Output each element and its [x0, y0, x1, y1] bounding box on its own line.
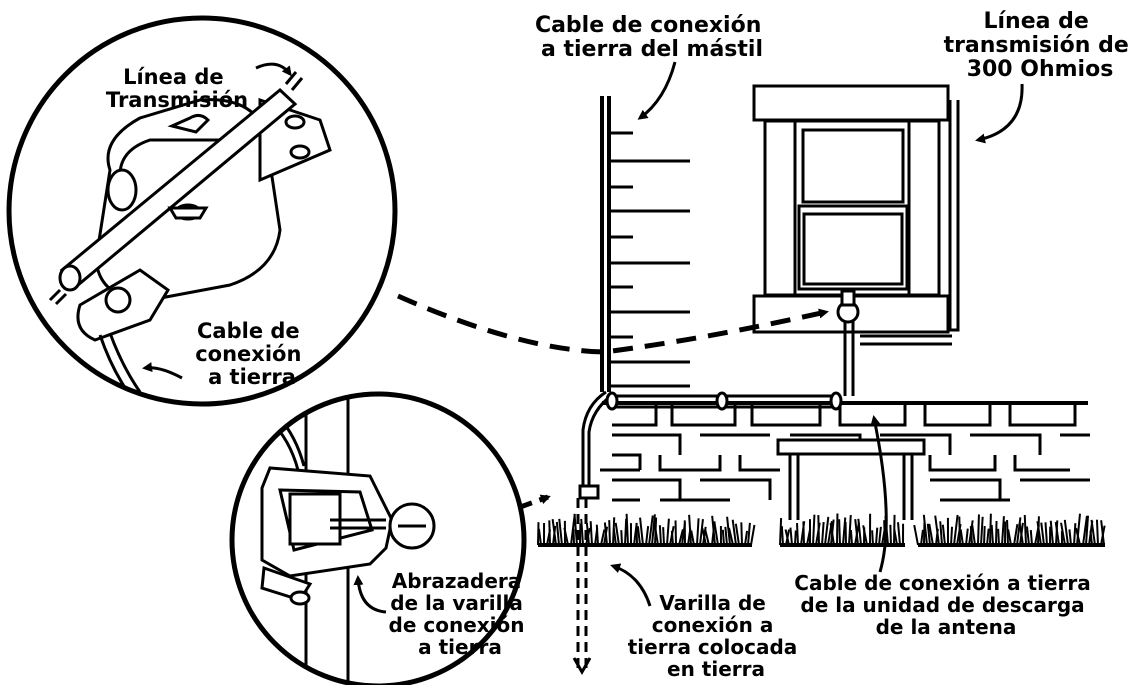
grass-blade — [849, 515, 851, 545]
grass-blade — [723, 530, 724, 545]
grass-blade — [745, 531, 747, 545]
grass-blade — [1027, 527, 1029, 545]
grass-blade — [879, 527, 881, 545]
grass-blade — [951, 527, 952, 545]
grass-blade — [646, 526, 648, 545]
grass-blade — [872, 530, 873, 545]
grass-blade — [733, 520, 736, 545]
label-transmission-line-300-ohm: Línea de transmisión de 300 Ohmios — [944, 9, 1134, 82]
grass-blade — [663, 527, 664, 545]
grass-blade — [981, 517, 983, 545]
ground-rod-icon — [574, 486, 598, 672]
grass-blade — [614, 529, 616, 545]
grass-blade — [697, 518, 699, 545]
grass-blade — [1002, 516, 1004, 545]
grass-blade — [858, 519, 861, 545]
grass-blade — [725, 527, 727, 545]
grass-icon — [538, 513, 1105, 545]
grass-blade — [996, 521, 997, 545]
grass-blade — [839, 519, 840, 545]
grass-blade — [539, 529, 541, 545]
grass-blade — [557, 522, 559, 545]
grass-blade — [1074, 523, 1075, 545]
grass-blade — [890, 525, 891, 545]
grass-blade — [921, 530, 923, 545]
grass-blade — [961, 529, 963, 545]
grass-blade — [876, 528, 877, 545]
grass-blade — [751, 525, 754, 545]
grass-blade — [940, 521, 942, 545]
grass-blade — [1090, 531, 1092, 545]
grass-blade — [1051, 521, 1053, 545]
grass-blade — [998, 529, 999, 545]
grass-blade — [782, 526, 783, 545]
grass-blade — [1041, 523, 1044, 545]
grass-blade — [978, 514, 979, 545]
grass-blade — [790, 528, 792, 545]
grass-blade — [609, 520, 610, 545]
bench-icon — [778, 440, 924, 520]
grass-blade — [984, 526, 985, 545]
grass-blade — [943, 525, 945, 545]
grass-blade — [795, 530, 796, 545]
grass-blade — [813, 515, 814, 545]
grass-blade — [667, 519, 669, 545]
grass-blade — [797, 523, 798, 545]
label-mast-ground-wire: Cable de conexión a tierra del mástil — [535, 13, 769, 62]
grass-blade — [559, 519, 562, 545]
grass-blade — [990, 514, 991, 545]
grass-blade — [748, 523, 750, 545]
grass-blade — [638, 526, 640, 545]
grass-blade — [851, 530, 852, 545]
grass-blade — [987, 529, 989, 545]
grass-blade — [621, 530, 622, 545]
grass-blade — [741, 522, 742, 545]
grass-blade — [1045, 522, 1047, 545]
grass-blade — [914, 525, 918, 545]
grass-blade — [1031, 530, 1032, 545]
grass-blade — [803, 521, 804, 545]
grass-blade — [581, 519, 583, 545]
leader-300-ohm-line — [978, 84, 1022, 140]
grass-blade — [660, 525, 661, 545]
grass-blade — [549, 520, 550, 545]
grass-blade — [818, 515, 819, 545]
label-ground-rod: Varilla de conexión a tierra colocada en… — [628, 591, 805, 681]
grass-blade — [627, 514, 628, 545]
grass-blade — [591, 521, 592, 545]
grass-blade — [966, 529, 968, 545]
grass-blade — [822, 522, 824, 545]
grass-blade — [992, 525, 993, 545]
antenna-mast-icon — [583, 96, 690, 490]
grass-blade — [1025, 515, 1026, 545]
grass-blade — [1097, 520, 1098, 545]
grass-blade — [672, 531, 673, 545]
grass-blade — [1069, 529, 1071, 545]
leader-mast-ground-wire — [640, 62, 675, 118]
label-ground-wire-detail: Cable de conexión a tierra — [195, 319, 309, 389]
label-transmission-line: Línea de Transmisión — [106, 65, 248, 112]
grass-blade — [780, 518, 781, 545]
label-discharge-unit-ground-wire: Cable de conexión a tierra de la unidad … — [794, 571, 1097, 639]
grass-blade — [898, 522, 900, 545]
leader-ground-rod — [613, 566, 650, 606]
grass-blade — [597, 525, 598, 545]
